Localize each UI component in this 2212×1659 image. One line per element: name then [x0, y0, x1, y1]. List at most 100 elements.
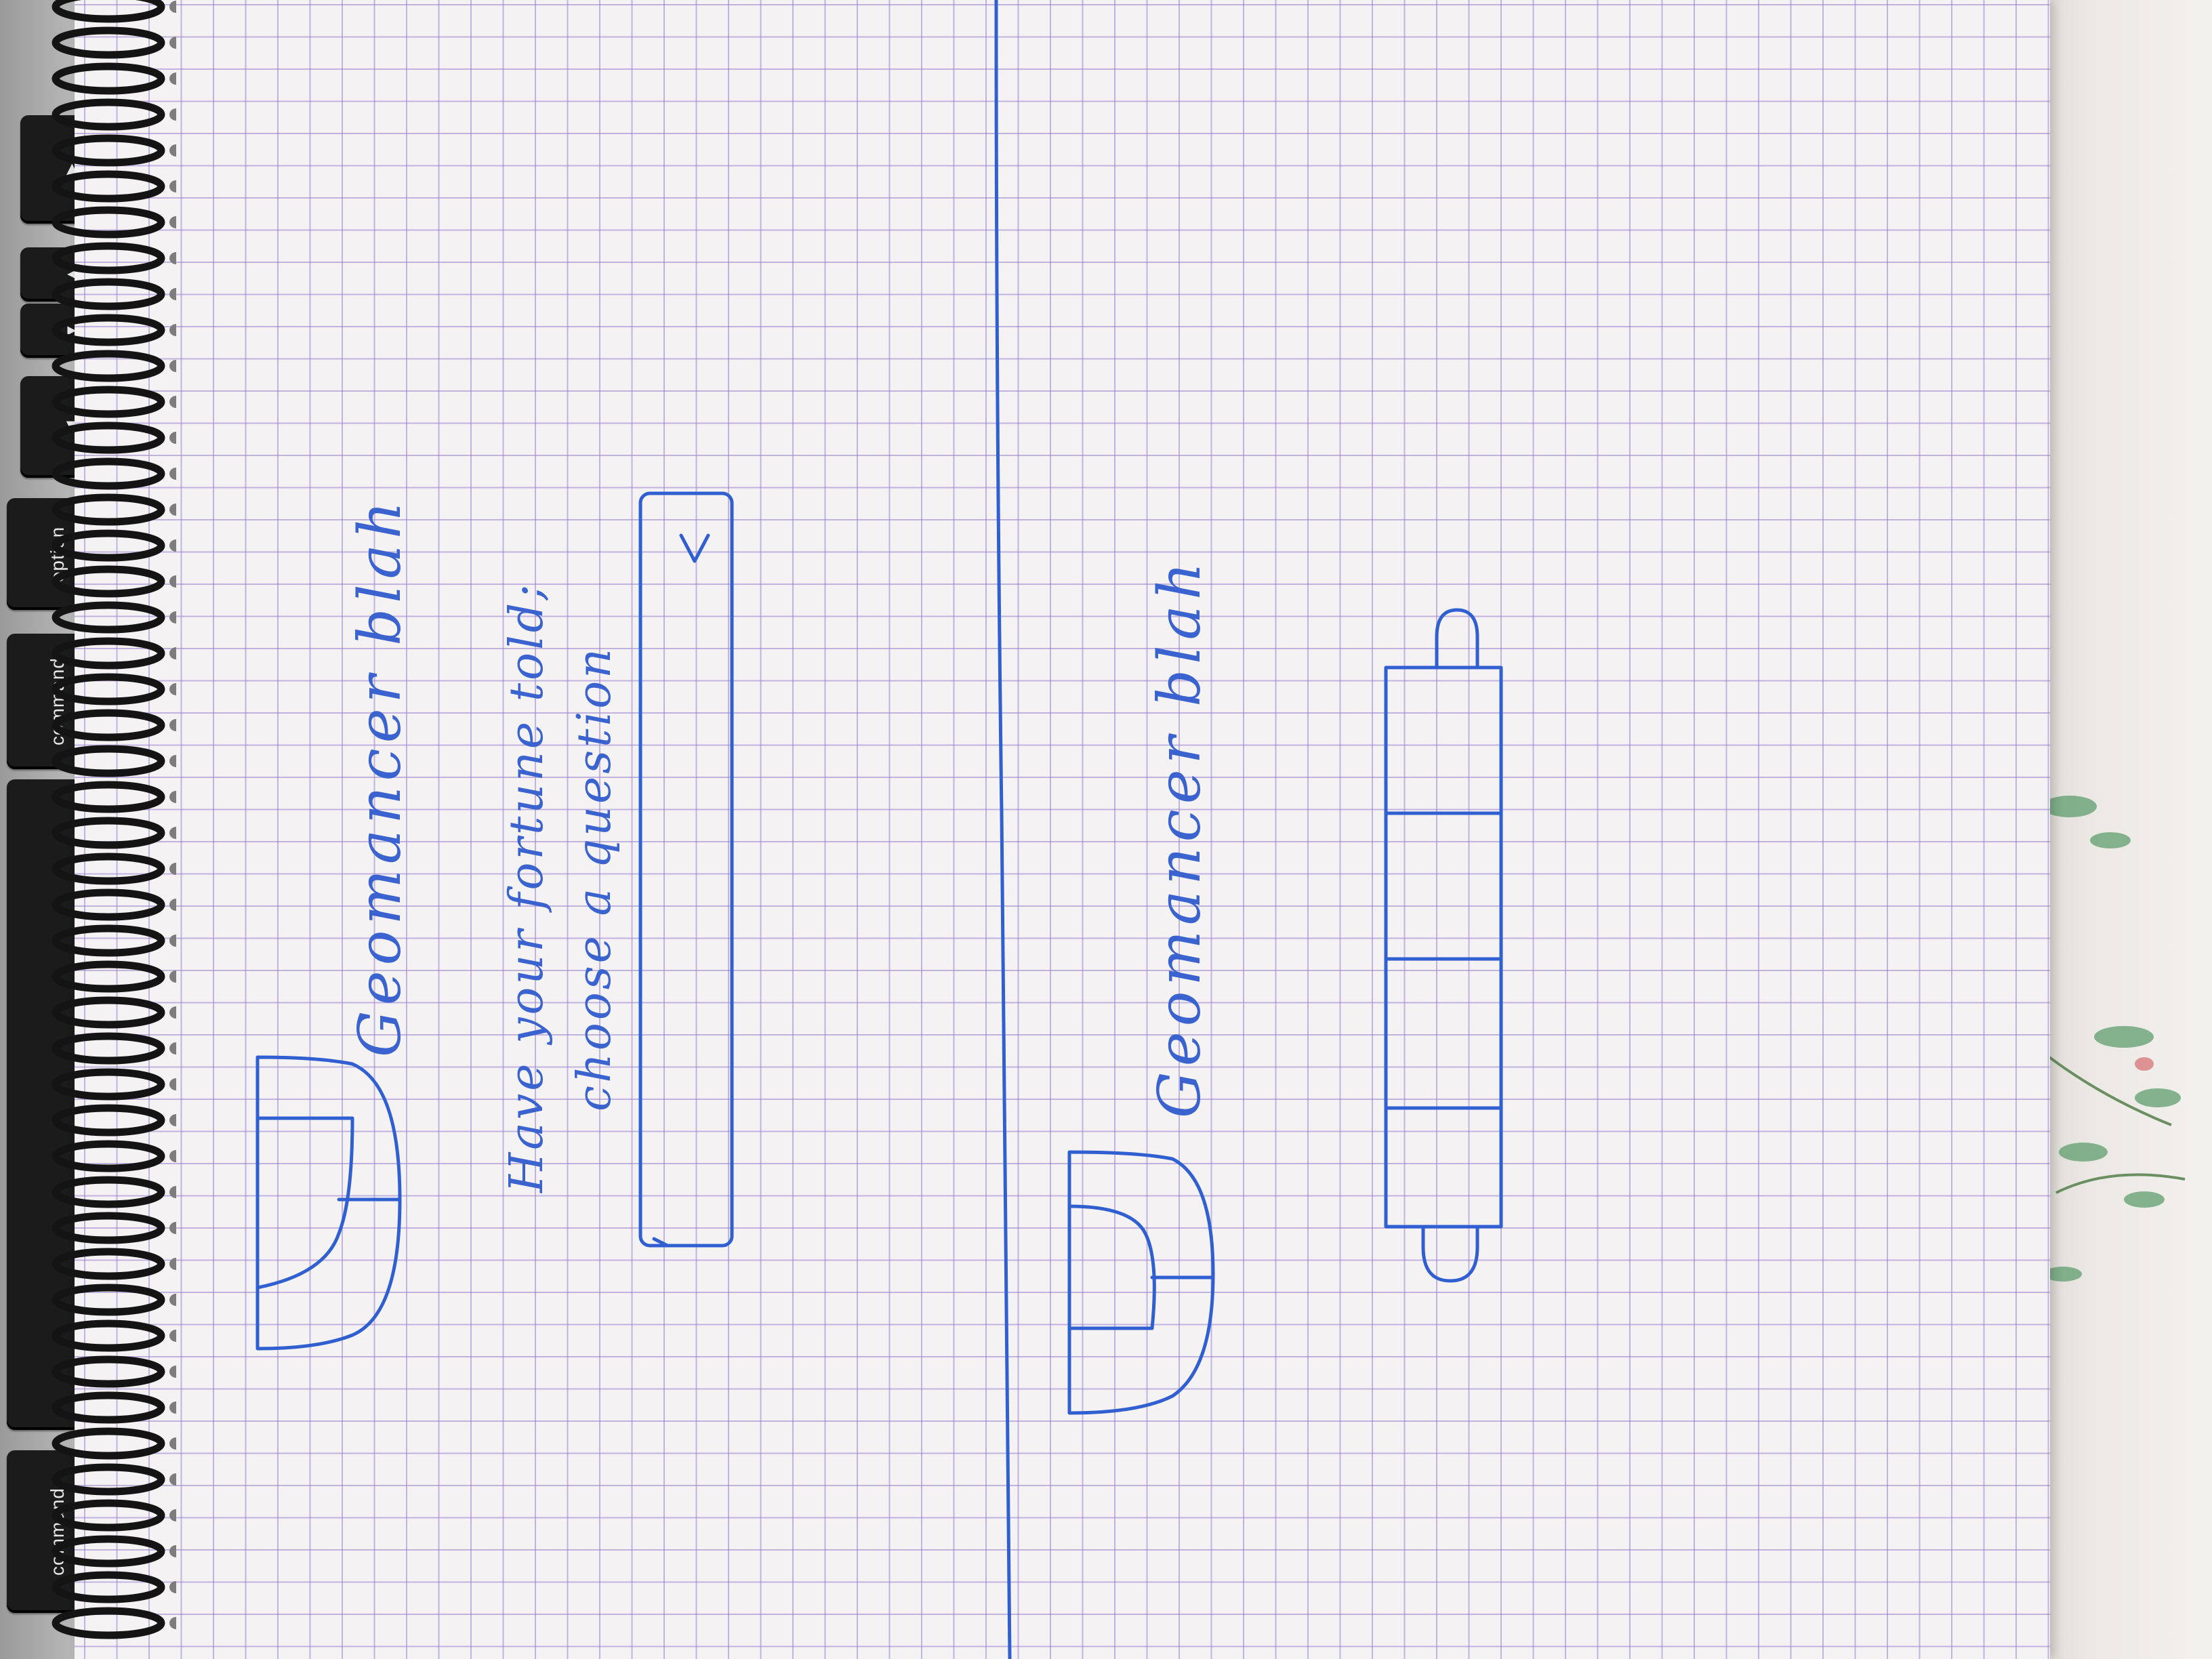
spiral-coil — [52, 1032, 165, 1065]
punch-hole — [169, 1437, 176, 1450]
spiral-coil — [52, 673, 165, 705]
spiral-coil — [52, 1140, 165, 1172]
punch-hole — [169, 1617, 176, 1629]
spiral-coil — [52, 601, 165, 634]
punch-hole — [169, 144, 176, 157]
horseshoe-logo-icon — [255, 1055, 402, 1351]
punch-hole — [169, 1114, 176, 1126]
punch-hole — [169, 935, 176, 947]
handle-top-icon — [1435, 608, 1479, 670]
punch-hole — [169, 1222, 176, 1234]
spiral-coil — [52, 134, 165, 167]
punch-hole — [169, 863, 176, 875]
spiral-coil — [52, 1104, 165, 1136]
section-divider — [994, 0, 1012, 1659]
punch-hole — [169, 1401, 176, 1414]
punch-hole — [169, 1150, 176, 1162]
spiral-coil — [52, 206, 165, 239]
punch-hole — [169, 1545, 176, 1557]
spiral-coil — [52, 1068, 165, 1101]
spiral-coil — [52, 1607, 165, 1639]
spiral-coil — [52, 1571, 165, 1603]
punch-hole — [169, 37, 176, 49]
spiral-coil — [52, 817, 165, 849]
spiral-coil — [52, 960, 165, 993]
spiral-binding — [52, 0, 176, 1639]
punch-hole — [169, 1078, 176, 1090]
floral-print — [2043, 796, 2186, 1282]
spiral-coil — [52, 1391, 165, 1424]
spiral-coil — [52, 26, 165, 59]
punch-hole — [169, 1006, 176, 1019]
punch-hole — [169, 504, 176, 516]
graph-paper-notebook — [75, 0, 2050, 1659]
spiral-coil — [52, 457, 165, 490]
geomancy-figure-boxes — [1384, 608, 1503, 1283]
spiral-coil — [52, 242, 165, 274]
spiral-coil — [52, 781, 165, 813]
app-title: Geomancer blah — [346, 496, 414, 1057]
spiral-coil — [52, 1212, 165, 1244]
punch-hole — [169, 1366, 176, 1378]
spiral-coil — [52, 709, 165, 741]
spiral-coil — [52, 1284, 165, 1316]
punch-hole — [169, 899, 176, 911]
spiral-coil — [52, 637, 165, 670]
app-title-2: Geomancer blah — [1146, 557, 1214, 1118]
figure-box-1 — [1384, 665, 1503, 815]
question-dropdown[interactable] — [638, 491, 734, 1248]
punch-hole — [169, 1, 176, 13]
punch-hole — [169, 73, 176, 85]
punch-hole — [169, 432, 176, 444]
spiral-coil — [52, 278, 165, 310]
spiral-coil — [52, 1355, 165, 1388]
punch-hole — [169, 647, 176, 659]
spiral-coil — [52, 745, 165, 777]
punch-hole — [169, 1581, 176, 1593]
punch-hole — [169, 539, 176, 552]
spiral-coil — [52, 1248, 165, 1280]
punch-hole — [169, 324, 176, 336]
punch-hole — [169, 719, 176, 731]
punch-hole — [169, 683, 176, 695]
punch-hole — [169, 1330, 176, 1342]
spiral-coil — [52, 386, 165, 418]
spiral-coil — [52, 493, 165, 526]
spiral-coil — [52, 1176, 165, 1208]
spiral-coil — [52, 924, 165, 957]
punch-hole — [169, 216, 176, 228]
spiral-coil — [52, 1319, 165, 1352]
punch-hole — [169, 827, 176, 839]
spiral-coil — [52, 350, 165, 382]
punch-hole — [169, 252, 176, 264]
punch-hole — [169, 791, 176, 803]
figure-box-4 — [1384, 1106, 1503, 1229]
spiral-coil — [52, 0, 165, 23]
punch-hole — [169, 360, 176, 372]
spiral-coil — [52, 170, 165, 203]
spiral-coil — [52, 996, 165, 1029]
punch-hole — [169, 108, 176, 121]
spiral-coil — [52, 422, 165, 454]
spiral-coil — [52, 1463, 165, 1496]
spiral-coil — [52, 62, 165, 95]
punch-hole — [169, 755, 176, 767]
punch-hole — [169, 288, 176, 300]
spiral-coil — [52, 1427, 165, 1460]
chevron-down-icon — [679, 533, 710, 563]
punch-hole — [169, 468, 176, 480]
punch-hole — [169, 1258, 176, 1270]
spiral-coil — [52, 888, 165, 921]
prompt-line-2: choose a question — [568, 646, 621, 1111]
spiral-coil — [52, 529, 165, 562]
figure-box-2 — [1384, 811, 1503, 961]
spiral-coil — [52, 565, 165, 598]
punch-hole — [169, 1042, 176, 1054]
punch-hole — [169, 396, 176, 408]
punch-hole — [169, 611, 176, 623]
punch-hole — [169, 1473, 176, 1486]
spiral-coil — [52, 1499, 165, 1532]
punch-hole — [169, 1294, 176, 1306]
